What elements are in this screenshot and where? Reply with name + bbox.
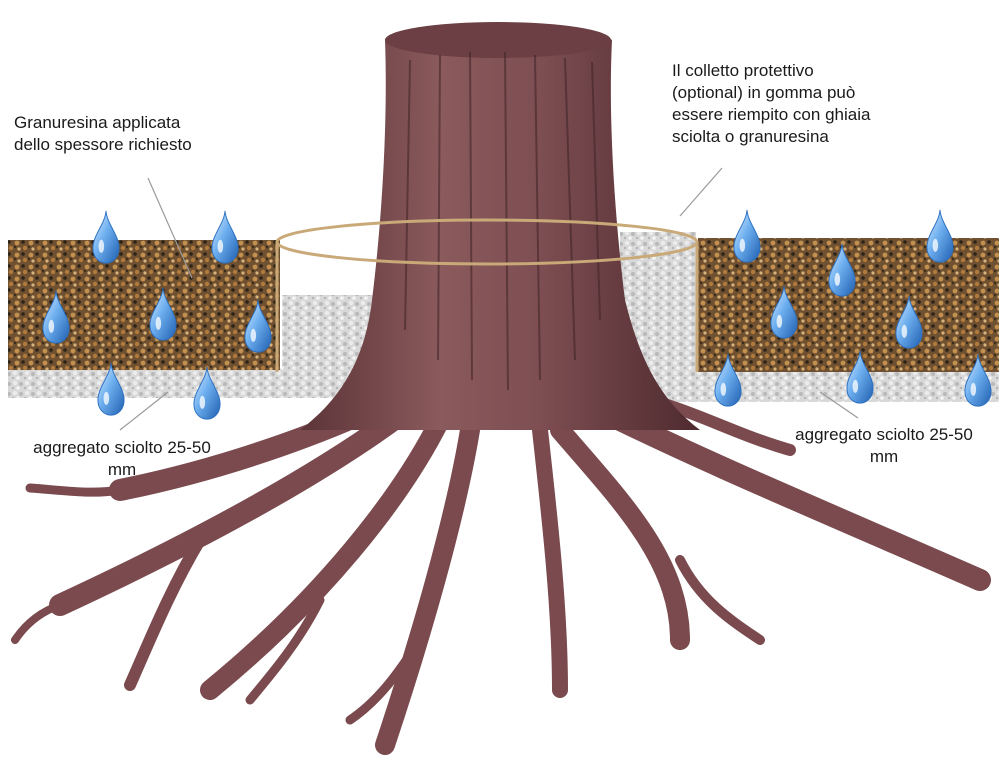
loose-aggregate-label-line: mm (8, 459, 236, 481)
loose-aggregate-right-label: aggregato sciolto 25-50 mm (770, 424, 998, 468)
protective-collar-label-line: Il colletto protettivo (672, 60, 870, 82)
protective-collar-label-line: sciolta o granuresina (672, 126, 870, 148)
loose-aggregate-label-line: mm (770, 446, 998, 468)
trunk-top (385, 22, 611, 58)
left-resin-layer (8, 240, 280, 370)
protective-collar-label: Il colletto protettivo (optional) in gom… (672, 60, 870, 148)
water-drop-icon (927, 210, 953, 262)
loose-aggregate-label-line: aggregato sciolto 25-50 (8, 437, 236, 459)
resin-layer-label-line: Granuresina applicata (14, 112, 192, 134)
loose-aggregate-label-line: aggregato sciolto 25-50 (770, 424, 998, 446)
water-drop-icon (212, 211, 238, 263)
loose-aggregate-left-label: aggregato sciolto 25-50 mm (8, 437, 236, 481)
resin-layer-label: Granuresina applicata dello spessore ric… (14, 112, 192, 156)
resin-layer-label-line: dello spessore richiesto (14, 134, 192, 156)
water-drop-icon (93, 211, 119, 263)
protective-collar-label-line: essere riempito con ghiaia (672, 104, 870, 126)
protective-collar-label-line: (optional) in gomma può (672, 82, 870, 104)
water-drop-icon (734, 210, 760, 262)
